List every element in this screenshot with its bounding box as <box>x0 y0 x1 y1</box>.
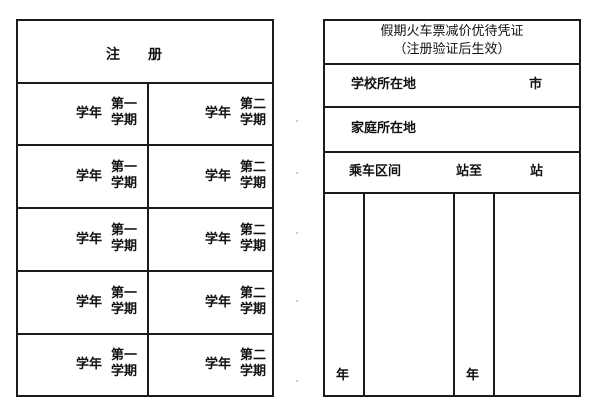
semester-1-label: 第一学期 <box>110 97 137 128</box>
divider <box>363 192 365 397</box>
divider <box>323 192 581 194</box>
home-location-label: 家庭所在地 <box>351 121 417 136</box>
year-label: 学年 <box>76 106 103 121</box>
semester-2-label: 第二学期 <box>239 348 266 379</box>
divider <box>323 63 581 65</box>
fold-mark <box>296 172 298 174</box>
year-label: 学年 <box>76 357 103 372</box>
divider <box>323 106 581 108</box>
year-label: 学年 <box>205 232 232 247</box>
year-label: 学年 <box>76 169 103 184</box>
route-label: 乘车区间 <box>349 164 402 179</box>
divider <box>16 207 274 209</box>
divider <box>147 82 149 397</box>
fold-mark <box>296 232 298 234</box>
year-label: 学年 <box>205 295 232 310</box>
fold-mark <box>296 120 298 122</box>
school-city-suffix: 市 <box>529 77 543 92</box>
divider <box>16 82 274 84</box>
divider <box>323 151 581 153</box>
divider <box>16 270 274 272</box>
divider <box>16 144 274 146</box>
divider <box>16 333 274 335</box>
voucher-title: 假期火车票减价优待凭证 <box>380 24 524 39</box>
route-station-end: 站 <box>530 164 544 179</box>
semester-1-label: 第一学期 <box>110 348 137 379</box>
fold-mark <box>296 300 298 302</box>
registration-title: 注 册 <box>106 47 162 63</box>
semester-2-label: 第二学期 <box>239 286 266 317</box>
divider <box>493 192 495 397</box>
semester-1-label: 第一学期 <box>110 286 137 317</box>
route-station-to: 站至 <box>456 164 483 179</box>
year-label: 年 <box>466 368 480 383</box>
semester-2-label: 第二学期 <box>239 97 266 128</box>
semester-1-label: 第一学期 <box>110 160 137 191</box>
school-location-label: 学校所在地 <box>351 77 417 92</box>
year-label: 学年 <box>76 295 103 310</box>
year-label: 学年 <box>205 106 232 121</box>
voucher-subtitle: （注册验证后生效） <box>393 42 511 57</box>
semester-2-label: 第二学期 <box>239 160 266 191</box>
voucher-table <box>323 19 581 397</box>
semester-1-label: 第一学期 <box>110 223 137 254</box>
fold-mark <box>296 380 298 382</box>
year-label: 学年 <box>205 357 232 372</box>
year-label: 年 <box>336 368 350 383</box>
divider <box>453 192 455 397</box>
year-label: 学年 <box>205 169 232 184</box>
year-label: 学年 <box>76 232 103 247</box>
semester-2-label: 第二学期 <box>239 223 266 254</box>
